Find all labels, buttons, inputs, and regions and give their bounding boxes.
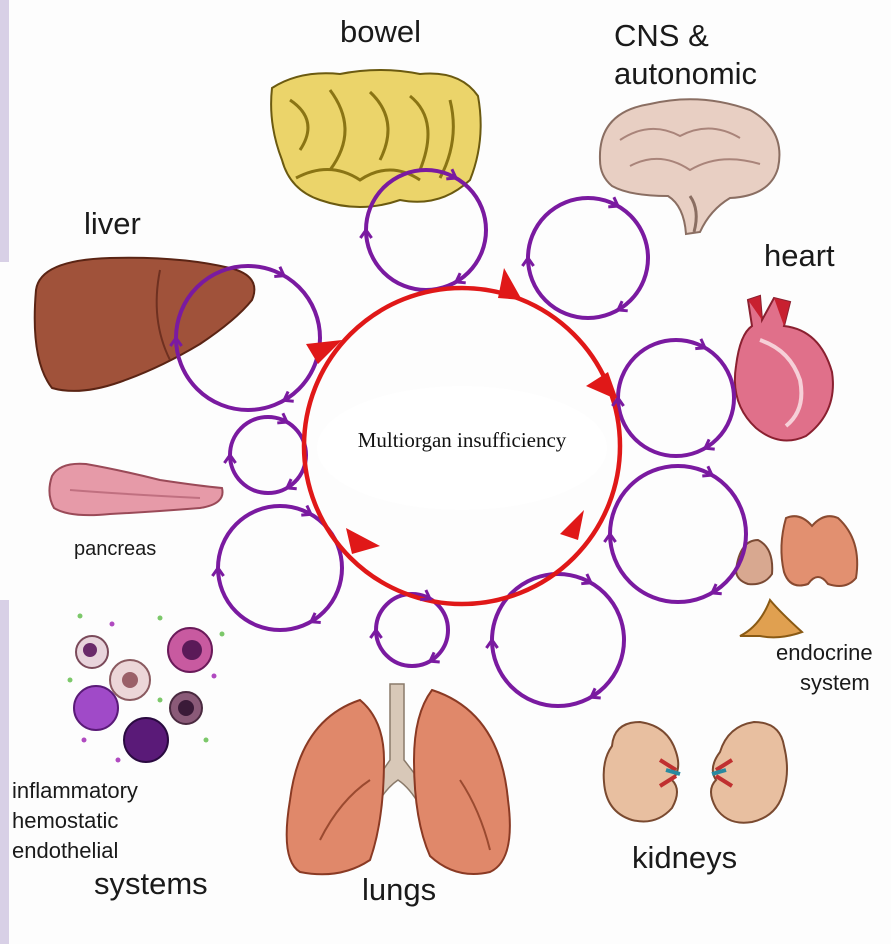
liver-illustration [35, 258, 255, 391]
endocrine-cycle [610, 466, 746, 602]
label-systems-line2: hemostatic [12, 808, 118, 833]
center-title: Multiorgan insufficiency [317, 428, 607, 453]
label-endocrine-line1: endocrine [776, 640, 873, 665]
main-arrow-lower-right [560, 510, 584, 540]
cns-cycle [528, 198, 648, 318]
pancreas-cycle [230, 417, 306, 493]
label-kidneys: kidneys [632, 840, 737, 876]
label-cns-line2: autonomic [614, 56, 757, 92]
lungs-cycle [376, 594, 448, 666]
main-arrow-right [586, 372, 618, 400]
label-systems-line1: inflammatory [12, 778, 138, 803]
endocrine-illustration [736, 516, 857, 637]
main-arrow-lower-left [346, 528, 380, 554]
label-bowel: bowel [340, 14, 421, 50]
label-cns-line1: CNS & [614, 18, 709, 54]
pancreas-illustration [49, 464, 222, 515]
lungs-illustration [287, 684, 510, 874]
label-endocrine-line2: system [800, 670, 870, 695]
label-systems-line3: endothelial [12, 838, 118, 863]
label-liver: liver [84, 206, 141, 242]
label-systems-line4: systems [94, 866, 208, 902]
label-heart: heart [764, 238, 835, 274]
heart-illustration [735, 296, 833, 441]
blood-cells-illustration [68, 614, 225, 763]
heart-cycle [618, 340, 734, 456]
label-lungs: lungs [362, 872, 436, 908]
label-pancreas: pancreas [74, 538, 156, 561]
main-arrow-top [498, 268, 522, 300]
bowel-illustration [271, 70, 481, 207]
kidneys-illustration [604, 722, 787, 823]
